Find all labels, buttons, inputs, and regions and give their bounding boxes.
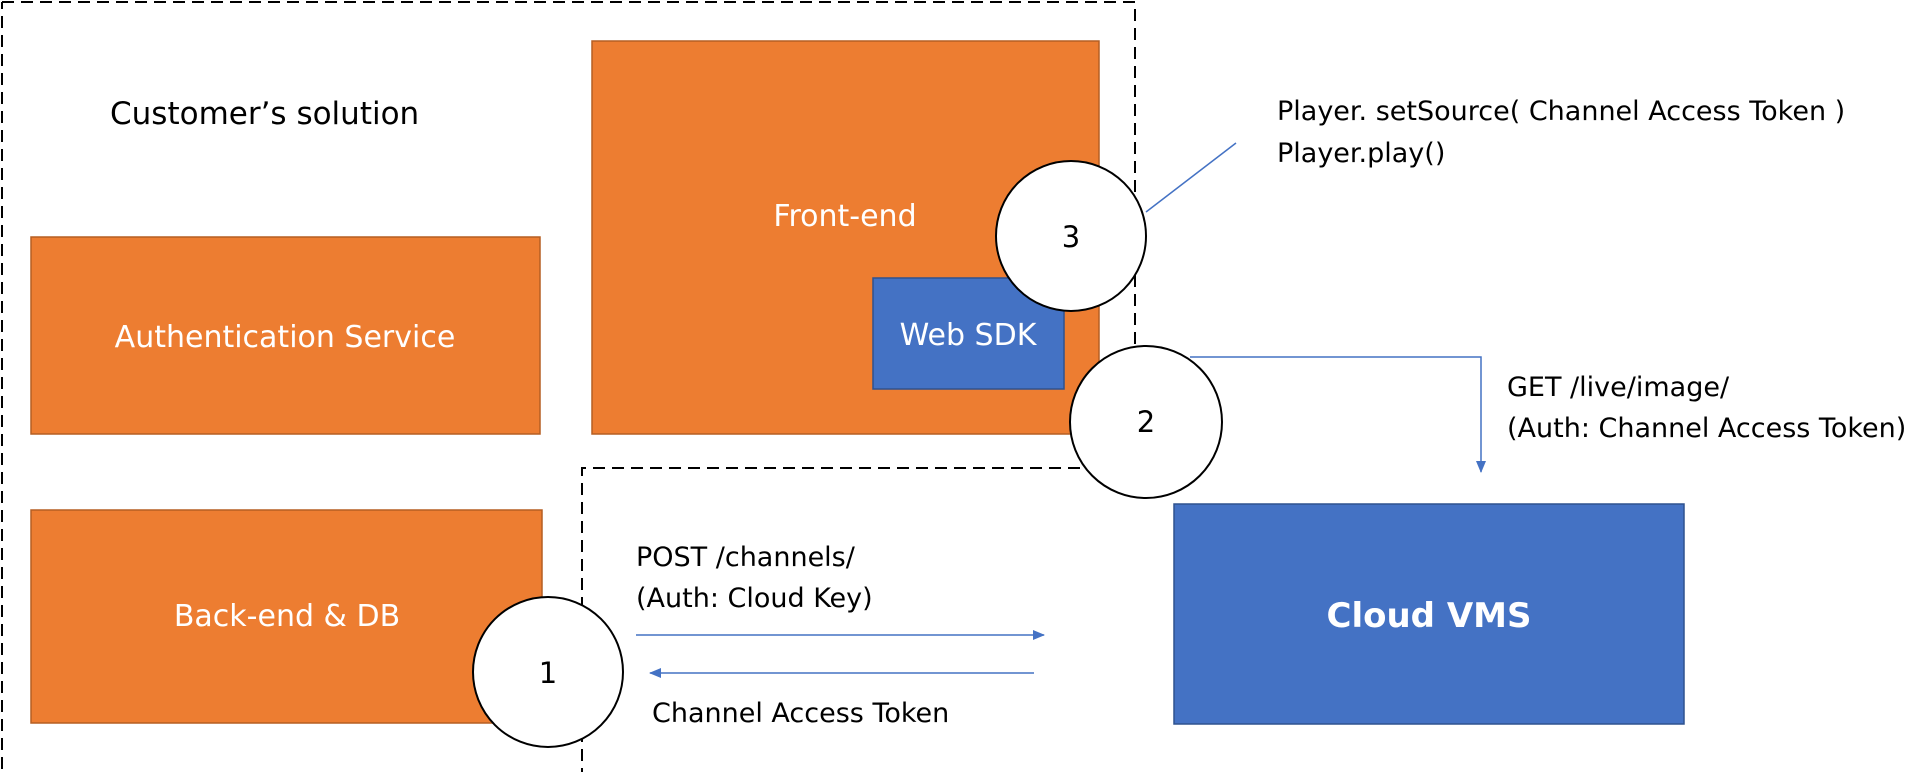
frontend-label: Front-end — [773, 199, 916, 234]
cloud-vms-label: Cloud VMS — [1327, 596, 1532, 636]
step-three-callout-line — [1145, 142, 1237, 213]
authentication-service-label: Authentication Service — [115, 320, 456, 355]
player-set-source-label: Player. setSource( Channel Access Token … — [1277, 96, 1845, 127]
web-sdk-box: Web SDK — [872, 277, 1065, 390]
step-two-number: 2 — [1137, 405, 1155, 439]
get-request-arrow — [1190, 356, 1486, 473]
get-request-label: GET /live/image/ — [1507, 372, 1730, 403]
customer-solution-title: Customer’s solution — [110, 96, 419, 132]
step-one-number: 1 — [539, 656, 557, 690]
step-one-marker: 1 — [472, 596, 624, 748]
channel-access-token-label: Channel Access Token — [652, 698, 949, 729]
cloud-vms-box: Cloud VMS — [1173, 503, 1685, 725]
player-play-label: Player.play() — [1277, 138, 1445, 169]
web-sdk-label: Web SDK — [900, 318, 1038, 353]
backend-db-label: Back-end & DB — [174, 599, 400, 634]
step-two-marker: 2 — [1069, 345, 1223, 499]
customer-solution-boundary — [1, 1, 1136, 772]
get-auth-label: (Auth: Channel Access Token) — [1507, 413, 1906, 444]
post-request-label: POST /channels/ — [636, 542, 856, 573]
authentication-service-box: Authentication Service — [30, 236, 541, 435]
step-three-marker: 3 — [995, 160, 1147, 312]
post-auth-label: (Auth: Cloud Key) — [636, 583, 873, 614]
backend-db-box: Back-end & DB — [30, 509, 543, 724]
step-three-number: 3 — [1062, 220, 1080, 254]
